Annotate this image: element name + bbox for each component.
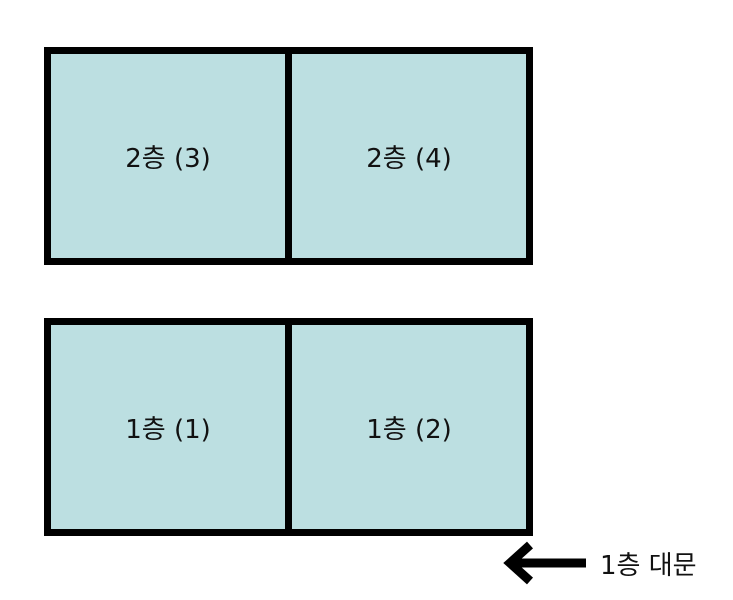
entrance-marker: 1층 대문 bbox=[500, 540, 697, 586]
floor-1-block: 1층 (1) 1층 (2) bbox=[44, 318, 533, 536]
room-divider bbox=[285, 325, 292, 529]
entrance-label: 1층 대문 bbox=[600, 550, 697, 581]
floor-2-block: 2층 (3) 2층 (4) bbox=[44, 47, 533, 265]
room-floor1-2: 1층 (2) bbox=[292, 325, 526, 529]
room-floor2-3: 2층 (3) bbox=[51, 54, 285, 258]
room-divider bbox=[285, 54, 292, 258]
room-floor2-4: 2층 (4) bbox=[292, 54, 526, 258]
arrow-left-icon bbox=[500, 540, 586, 586]
room-floor1-1: 1층 (1) bbox=[51, 325, 285, 529]
